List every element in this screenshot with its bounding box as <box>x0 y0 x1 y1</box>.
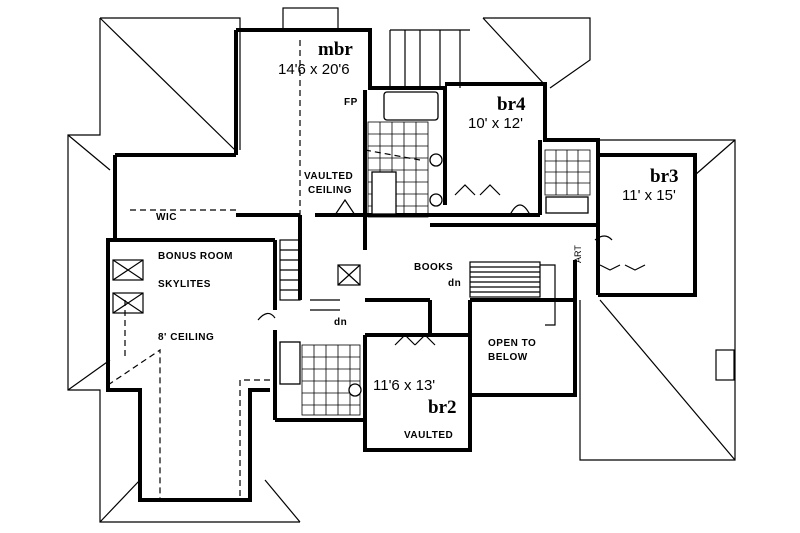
vaulted-ceiling-line1: VAULTED <box>304 171 354 182</box>
br4-size: 10' x 12' <box>468 115 523 132</box>
roof-lines <box>67 7 736 523</box>
br3-label: br3 <box>650 166 679 187</box>
wic-label: WIC <box>156 212 177 223</box>
ceiling-label: 8' CEILING <box>158 332 215 343</box>
hall-bath-tile <box>279 341 362 416</box>
books-label: BOOKS <box>414 262 454 273</box>
mbr-label: mbr <box>318 39 353 60</box>
fp-label: FP <box>344 97 358 108</box>
doors <box>257 184 646 346</box>
br2-vaulted-label: VAULTED <box>404 430 454 441</box>
open-to-below-line2: BELOW <box>488 352 528 363</box>
art-label: ART <box>573 245 583 263</box>
br3-size: 11' x 15' <box>622 187 676 204</box>
open-to-below-line1: OPEN TO <box>488 338 537 349</box>
bonus-room-label: BONUS ROOM <box>158 251 233 262</box>
stairs <box>279 239 556 326</box>
vaulted-ceiling-line2: CEILING <box>308 185 353 196</box>
br2-size: 11'6 x 13' <box>373 377 436 394</box>
br3-bath <box>544 149 591 214</box>
ceiling-lines <box>107 40 421 500</box>
br4-label: br4 <box>497 94 526 115</box>
mbr-size: 14'6 x 20'6 <box>278 61 350 78</box>
skylites <box>112 259 361 314</box>
walls <box>106 28 697 502</box>
master-bath-tile <box>367 91 443 218</box>
dn-right-label: dn <box>448 278 462 289</box>
windows <box>190 29 535 501</box>
skylites-label: SKYLITES <box>158 279 211 290</box>
dn-left-label: dn <box>334 317 348 328</box>
br2-label: br2 <box>428 397 457 418</box>
